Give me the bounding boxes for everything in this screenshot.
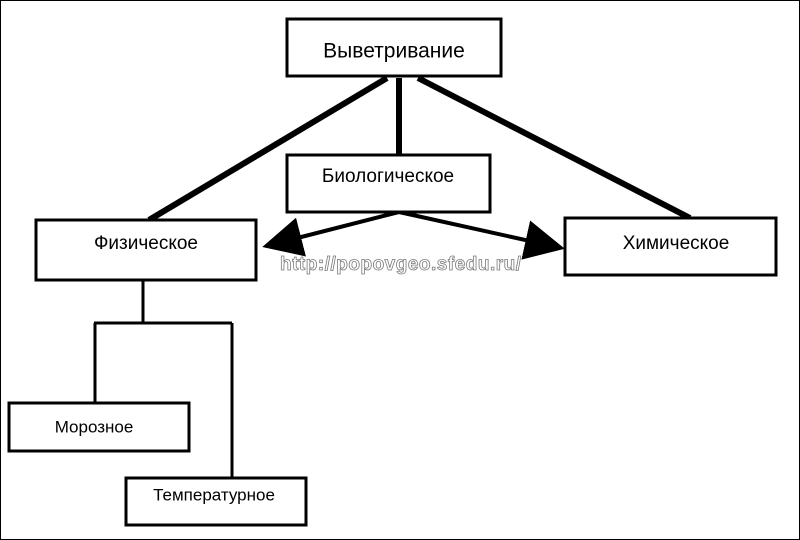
node-chemical: Химическое <box>563 216 778 277</box>
node-temperature-label: Температурное <box>153 485 275 504</box>
watermark-url: http://popovgeo.sfedu.ru/ <box>280 254 522 275</box>
node-frost-label: Морозное <box>55 417 134 436</box>
node-weathering-label: Выветривание <box>323 40 465 63</box>
arrow-biological-to-chemical <box>398 210 565 260</box>
node-biological: Биологическое <box>285 153 492 214</box>
node-chemical-label: Химическое <box>623 233 730 254</box>
node-biological-label: Биологическое <box>322 166 454 187</box>
arrow-biological-to-physical <box>262 210 400 257</box>
node-weathering: Выветривание <box>285 17 503 78</box>
node-frost: Морозное <box>7 401 191 453</box>
edge-root-physical <box>147 75 389 223</box>
node-physical-label: Физическое <box>94 233 198 254</box>
edge-root-chemical <box>416 75 692 221</box>
node-temperature: Температурное <box>124 476 308 527</box>
node-physical: Физическое <box>34 218 258 282</box>
